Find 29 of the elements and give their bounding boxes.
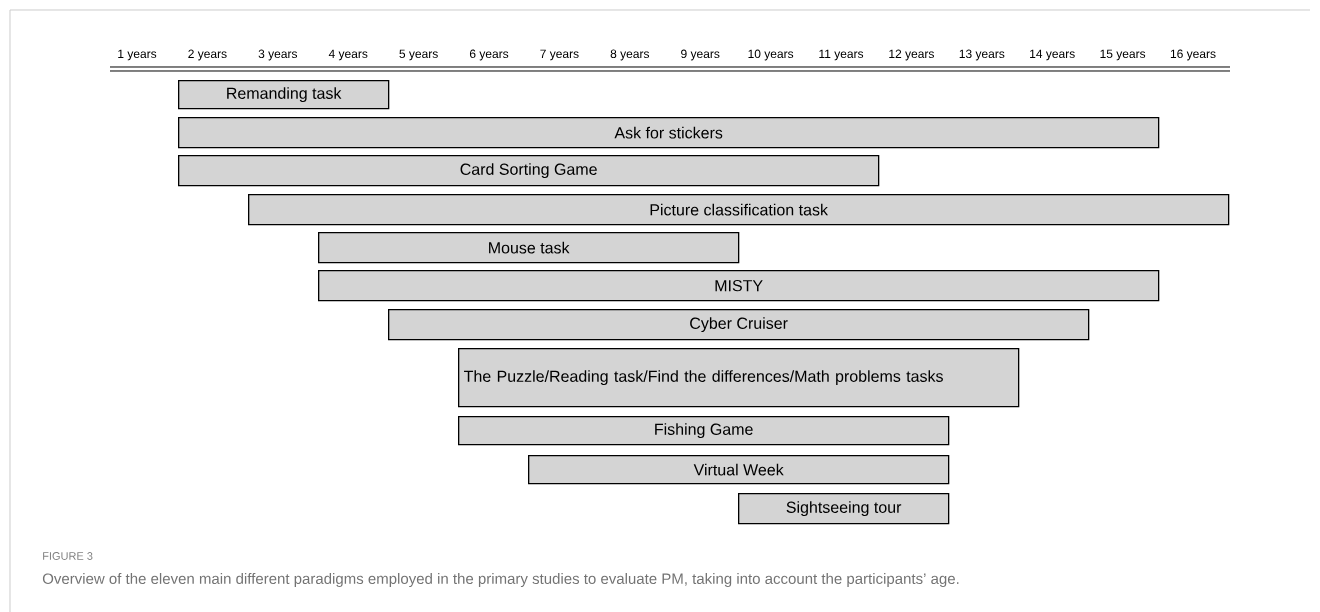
year-label: 3 years	[258, 49, 298, 61]
age-range-bar: The Puzzle/Reading task/Find the differences/Math problems tasks	[458, 348, 1020, 408]
year-label: 10 years	[748, 49, 794, 61]
year-label: 13 years	[959, 49, 1005, 61]
age-range-bar: Mouse task	[318, 232, 740, 264]
year-label: 14 years	[1030, 49, 1075, 61]
age-range-bar: Fishing Game	[458, 416, 950, 446]
age-range-bar: Card Sorting Game	[178, 155, 880, 187]
year-label: 4 years	[328, 49, 368, 61]
age-range-bar: MISTY	[318, 270, 1160, 302]
age-range-bar: Ask for stickers	[178, 117, 1160, 149]
year-label: 5 years	[399, 49, 438, 61]
age-range-bar: Remanding task	[178, 80, 390, 110]
year-label: 9 years	[681, 49, 720, 61]
age-range-bar: Virtual Week	[528, 455, 950, 485]
year-label: 7 years	[540, 49, 579, 61]
year-label: 1 years	[118, 49, 157, 61]
year-label: 2 years	[188, 49, 227, 61]
year-label: 15 years	[1100, 49, 1146, 61]
year-label: 8 years	[610, 49, 650, 61]
caption: Overview of the eleven main different paradigms employed in the primary studies to evaluate PM, taking into account the participants’ age.	[42, 573, 959, 587]
year-label: 6 years	[469, 49, 509, 61]
age-range-bar: Picture classification task	[248, 194, 1230, 226]
year-label: 12 years	[889, 49, 934, 61]
age-range-bar: Sightseeing tour	[738, 493, 950, 525]
year-label: 16 years	[1170, 49, 1216, 61]
year-label: 11 years	[819, 49, 864, 61]
age-range-bar: Cyber Cruiser	[388, 309, 1090, 341]
figure-number: FIGURE 3	[43, 552, 93, 560]
